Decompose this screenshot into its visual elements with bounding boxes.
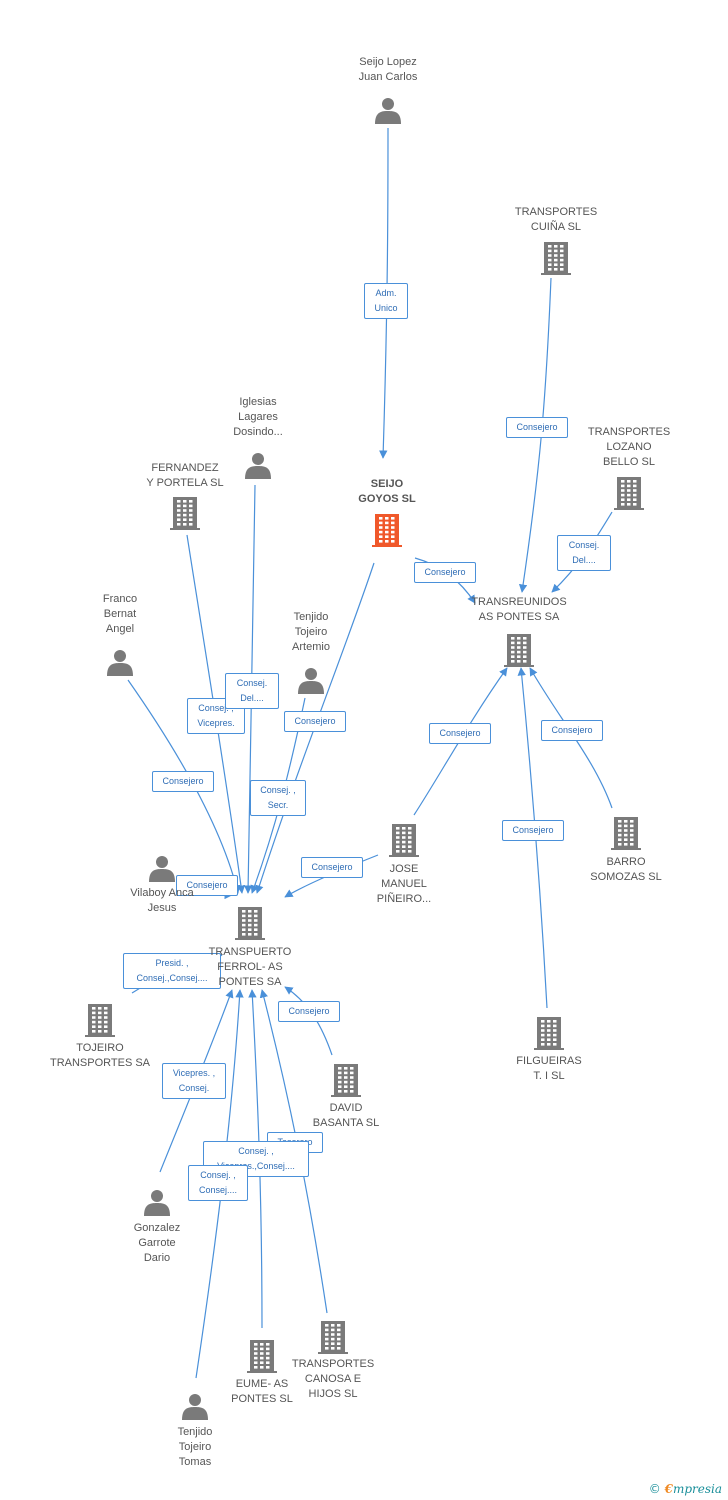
building-icon[interactable] bbox=[331, 1064, 361, 1097]
edge-seijo_goyos-to-transpuerto bbox=[255, 562, 375, 894]
edge-label[interactable]: Consejero bbox=[284, 711, 346, 732]
icons-layer bbox=[85, 98, 644, 1420]
node-label-gonzalez-garrote[interactable]: Gonzalez Garrote Dario bbox=[133, 1222, 181, 1264]
edge-label[interactable]: Adm. Unico bbox=[364, 283, 408, 319]
node-label-tenjido-tomas[interactable]: Tenjido Tojeiro Tomas bbox=[177, 1426, 213, 1468]
node-label-vilaboy[interactable]: Vilaboy Anca Jesus bbox=[130, 887, 194, 914]
building-icon[interactable] bbox=[170, 497, 200, 530]
node-label-transpuerto[interactable]: TRANSPUERTO FERROL- AS PONTES SA bbox=[208, 946, 292, 988]
copyright-symbol: © bbox=[648, 1482, 661, 1496]
node-label-jose-manuel[interactable]: JOSE MANUEL PIÑEIRO... bbox=[376, 863, 432, 905]
node-label-eume[interactable]: EUME- AS PONTES SL bbox=[231, 1378, 293, 1405]
building-icon[interactable] bbox=[85, 1004, 115, 1037]
node-label-transreunidos[interactable]: TRANSREUNIDOS AS PONTES SA bbox=[471, 596, 567, 623]
edge-label[interactable]: Consejero bbox=[176, 875, 238, 896]
node-label-filgueiras[interactable]: FILGUEIRAS T. I SL bbox=[516, 1055, 582, 1082]
edge-label[interactable]: Consejero bbox=[541, 720, 603, 741]
node-label-david-basanta[interactable]: DAVID BASANTA SL bbox=[312, 1102, 380, 1129]
building-icon[interactable] bbox=[372, 514, 402, 547]
edge-label[interactable]: Consej. Del.... bbox=[225, 673, 279, 709]
edge-label[interactable]: Consej. , Consej.... bbox=[188, 1165, 248, 1201]
edge-label[interactable]: Consej. , Secr. bbox=[250, 780, 306, 816]
building-icon[interactable] bbox=[611, 817, 641, 850]
person-icon[interactable] bbox=[298, 668, 324, 694]
node-label-fernandez-portela[interactable]: FERNANDEZ Y PORTELA SL bbox=[146, 462, 224, 489]
node-label-barro-somozas[interactable]: BARRO SOMOZAS SL bbox=[590, 856, 662, 883]
node-label-franco[interactable]: Franco Bernat Angel bbox=[102, 593, 138, 635]
person-icon[interactable] bbox=[107, 650, 133, 676]
building-icon[interactable] bbox=[541, 242, 571, 275]
node-label-tojeiro-transportes[interactable]: TOJEIRO TRANSPORTES SA bbox=[49, 1042, 151, 1069]
building-icon[interactable] bbox=[534, 1017, 564, 1050]
brand-logo[interactable]: © €mpresia bbox=[649, 1482, 722, 1496]
node-label-transportes-lozano[interactable]: TRANSPORTES LOZANO BELLO SL bbox=[587, 426, 671, 468]
node-label-iglesias[interactable]: Iglesias Lagares Dosindo... bbox=[233, 396, 283, 438]
edge-label[interactable]: Consejero bbox=[301, 857, 363, 878]
person-icon[interactable] bbox=[375, 98, 401, 124]
edge-label[interactable]: Consejero bbox=[429, 723, 491, 744]
building-icon[interactable] bbox=[504, 634, 534, 667]
brand-initial: € bbox=[664, 1482, 673, 1496]
edge-label[interactable]: Consejero bbox=[506, 417, 568, 438]
building-icon[interactable] bbox=[318, 1321, 348, 1354]
node-label-transportes-cuina[interactable]: TRANSPORTES CUIÑA SL bbox=[514, 206, 598, 233]
node-label-seijo-lopez[interactable]: Seijo Lopez Juan Carlos bbox=[358, 56, 418, 83]
edge-jose_manuel-to-transreunidos bbox=[413, 667, 508, 816]
edge-label[interactable]: Consejero bbox=[152, 771, 214, 792]
person-icon[interactable] bbox=[144, 1190, 170, 1216]
edge-label[interactable]: Vicepres. , Consej. bbox=[162, 1063, 226, 1099]
edge-label[interactable]: Consej. Del.... bbox=[557, 535, 611, 571]
building-icon[interactable] bbox=[614, 477, 644, 510]
brand-name: mpresia bbox=[672, 1482, 722, 1496]
building-icon[interactable] bbox=[247, 1340, 277, 1373]
edge-label[interactable]: Presid. , Consej.,Consej.... bbox=[123, 953, 221, 989]
person-icon[interactable] bbox=[245, 453, 271, 479]
person-icon[interactable] bbox=[149, 856, 175, 882]
node-label-transportes-canosa[interactable]: TRANSPORTES CANOSA E HIJOS SL bbox=[291, 1358, 375, 1400]
edge-label[interactable]: Consejero bbox=[502, 820, 564, 841]
building-icon[interactable] bbox=[235, 907, 265, 940]
node-label-tenjido-artemio[interactable]: Tenjido Tojeiro Artemio bbox=[292, 611, 330, 653]
node-label-seijo-goyos[interactable]: SEIJO GOYOS SL bbox=[358, 478, 416, 505]
building-icon[interactable] bbox=[389, 824, 419, 857]
edge-label[interactable]: Consejero bbox=[414, 562, 476, 583]
person-icon[interactable] bbox=[182, 1394, 208, 1420]
edge-label[interactable]: Consej. , Vicepres.,Consej.... bbox=[203, 1141, 309, 1177]
edge-seijo_lopez-to-seijo_goyos bbox=[379, 127, 389, 459]
edge-label[interactable]: Consejero bbox=[278, 1001, 340, 1022]
